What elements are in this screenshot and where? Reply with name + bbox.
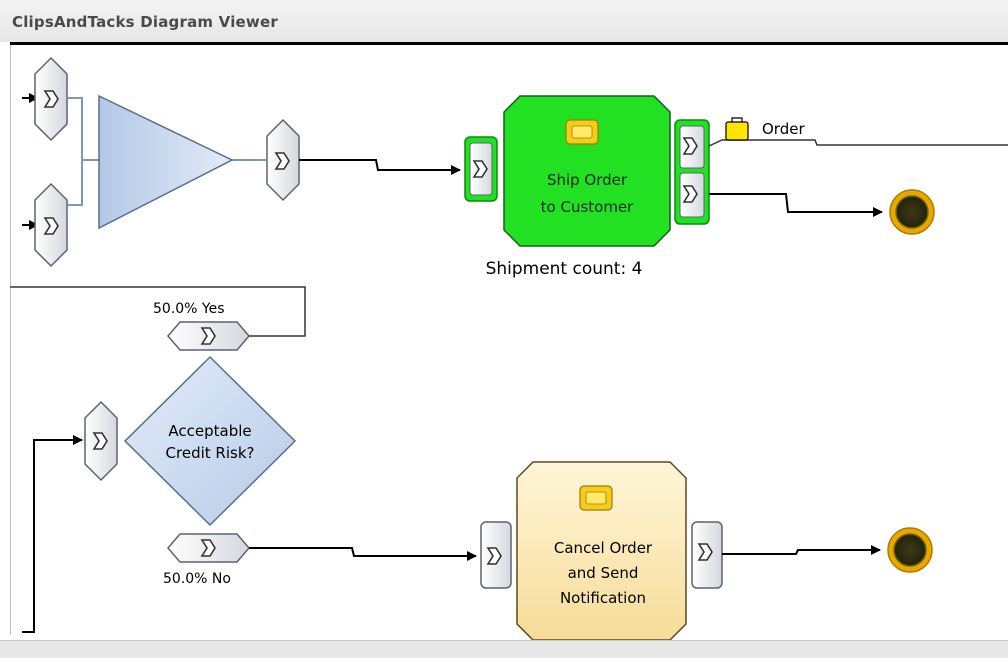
title-divider xyxy=(10,42,1008,45)
flow-to-gateway xyxy=(22,435,83,633)
cancel-order-output-port[interactable] xyxy=(691,521,723,589)
end-event-2[interactable] xyxy=(887,527,933,573)
ship-order-input-port[interactable] xyxy=(464,136,498,202)
merge-gateway[interactable] xyxy=(98,94,234,230)
merge-input-port-2[interactable] xyxy=(34,182,68,268)
title-bar: ClipsAndTacks Diagram Viewer xyxy=(0,0,1008,42)
port-chevron-icon xyxy=(472,160,488,178)
port-chevron-icon xyxy=(200,539,216,557)
flow-to-end-event-2 xyxy=(722,545,881,555)
briefcase-icon xyxy=(725,117,749,141)
port-chevron-icon xyxy=(43,90,59,108)
yes-branch-label: 50.0% Yes xyxy=(153,301,225,317)
yes-loop-connector xyxy=(10,286,306,337)
cancel-order-label-line2: and Send xyxy=(568,564,639,582)
ship-order-output-port-group xyxy=(674,119,710,225)
order-data-association xyxy=(708,139,1008,147)
merge-input-port-1[interactable] xyxy=(34,56,68,142)
end-event-icon xyxy=(895,195,929,229)
end-event-icon xyxy=(893,533,927,567)
gateway-input-port[interactable] xyxy=(84,400,118,482)
flow-to-ship-order xyxy=(299,159,461,175)
ship-order-task[interactable]: Ship Order to Customer xyxy=(503,95,671,247)
cancel-order-task[interactable]: Cancel Order and Send Notification xyxy=(516,461,687,640)
no-branch-label: 50.0% No xyxy=(163,571,231,587)
shipment-count-label: Shipment count: 4 xyxy=(486,259,643,279)
task-type-icon xyxy=(565,119,599,145)
port-chevron-icon xyxy=(200,327,216,345)
cancel-order-label-line1: Cancel Order xyxy=(554,539,653,557)
cancel-order-label-line3: Notification xyxy=(560,589,646,607)
canvas-left-border xyxy=(10,45,11,635)
diagram-canvas: Ship Order to Customer Shipment count: 4… xyxy=(10,56,1008,640)
ship-order-label-line2: to Customer xyxy=(541,198,635,216)
port-chevron-icon xyxy=(92,432,108,450)
yes-branch-port[interactable] xyxy=(167,321,250,351)
port-chevron-icon xyxy=(43,217,59,235)
window-title: ClipsAndTacks Diagram Viewer xyxy=(12,13,278,31)
ship-order-output-port-2[interactable] xyxy=(679,172,705,218)
port-chevron-icon xyxy=(697,543,713,561)
ship-order-output-port-1[interactable] xyxy=(679,125,705,169)
cancel-order-input-port[interactable] xyxy=(480,521,512,589)
end-event-1[interactable] xyxy=(889,189,935,235)
order-data-label: Order xyxy=(762,120,805,138)
bottom-bar xyxy=(0,640,1008,658)
flow-to-end-event-1 xyxy=(709,193,883,217)
credit-risk-gateway[interactable]: Acceptable Credit Risk? xyxy=(123,355,297,527)
gateway-label-line1: Acceptable xyxy=(168,422,251,440)
gateway-label-line2: Credit Risk? xyxy=(166,444,255,462)
port-chevron-icon xyxy=(486,547,502,565)
flow-to-cancel-order xyxy=(249,547,477,561)
port-chevron-icon xyxy=(682,137,698,155)
no-branch-port[interactable] xyxy=(167,533,250,563)
merge-input-connector xyxy=(68,97,83,206)
merge-output-port[interactable] xyxy=(266,118,300,202)
port-chevron-icon xyxy=(274,152,290,170)
port-chevron-icon xyxy=(682,185,698,203)
ship-order-label-line1: Ship Order xyxy=(547,171,628,189)
task-type-icon xyxy=(579,485,613,511)
